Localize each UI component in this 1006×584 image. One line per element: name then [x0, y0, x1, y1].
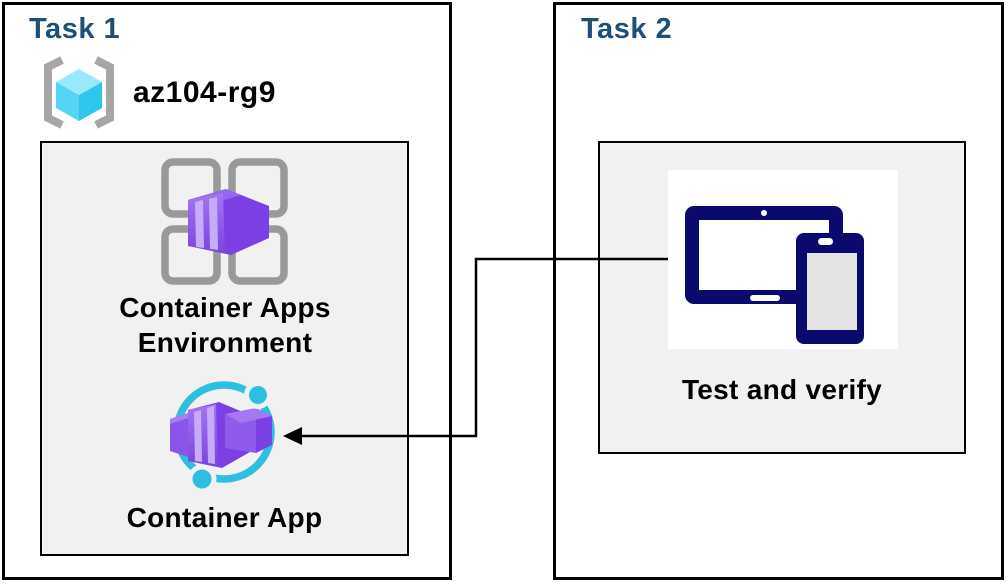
task1-title: Task 1: [29, 13, 121, 45]
container-apps-environment-label: Container Apps Environment: [119, 292, 331, 358]
test-and-verify-label: Test and verify: [681, 374, 883, 405]
resource-group-name: az104-rg9: [133, 76, 276, 109]
container-app-label: Container App: [126, 502, 323, 533]
tablet-and-phone-icon: [685, 206, 864, 344]
container-app-icon: [162, 372, 280, 501]
test-icon-plate: [668, 170, 898, 349]
container-apps-environment-icon: [158, 155, 291, 293]
task2-title: Task 2: [581, 13, 673, 45]
resource-group-icon: [35, 55, 123, 136]
